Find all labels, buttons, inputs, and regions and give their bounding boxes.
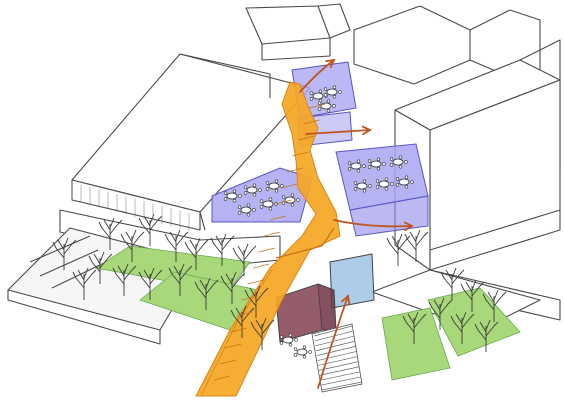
glass-facade — [330, 254, 374, 308]
spine-hatch — [253, 264, 269, 268]
spine-hatch — [264, 232, 280, 236]
table-cluster-icon — [294, 346, 311, 358]
